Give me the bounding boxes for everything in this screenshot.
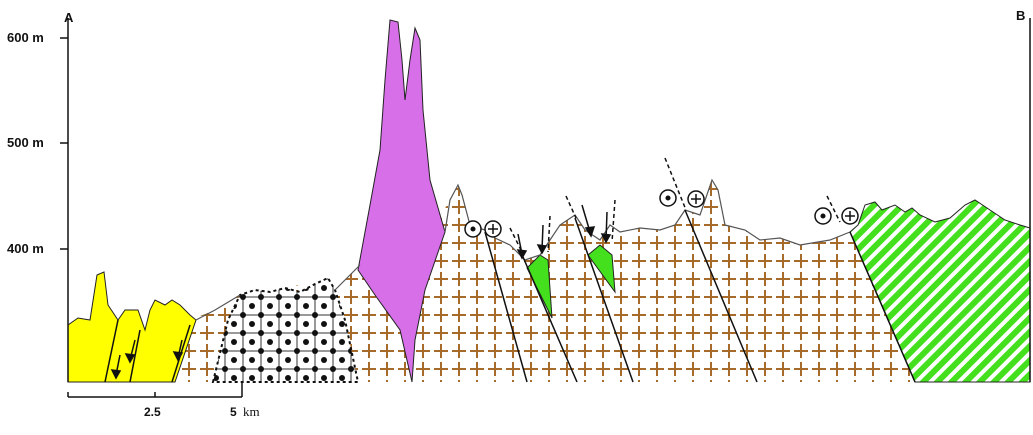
fault-extension: [611, 199, 616, 243]
scale-label-5: 5: [230, 405, 237, 419]
elevation-label-500: 500 m: [7, 135, 44, 150]
green-wedge-2: [587, 244, 616, 294]
fault-line: [519, 249, 578, 383]
elevation-label-400: 400 m: [7, 241, 44, 256]
fault-line: [574, 217, 634, 383]
fault-line: [849, 231, 916, 383]
arrow-head: [600, 233, 612, 244]
dot-symbol: [665, 195, 671, 201]
arrow-head: [584, 226, 596, 238]
green-hatched-unit: [849, 199, 1031, 383]
arrow-head: [110, 369, 122, 380]
fault-lines: [104, 209, 916, 383]
fault-extension: [509, 227, 523, 253]
fault-extension: [664, 157, 687, 211]
arrow-head: [124, 353, 136, 364]
section-start-label: A: [64, 10, 74, 25]
arrow-head: [536, 244, 548, 255]
green-wedge-1: [526, 254, 553, 319]
fault-line: [684, 209, 758, 383]
magenta-intrusion: [357, 19, 446, 383]
dot-symbol: [820, 213, 826, 219]
fault-extension: [547, 215, 551, 253]
scale-unit: km: [243, 404, 260, 419]
yellow-unit: [67, 271, 197, 383]
strike-slip-symbols: [464, 189, 859, 238]
fault-line: [484, 231, 528, 383]
fault-line: [129, 329, 141, 383]
fault-extensions: [509, 157, 841, 253]
fault-extension: [826, 195, 841, 223]
elevation-label-600: 600 m: [7, 30, 44, 45]
scale-label-2-5: 2.5: [144, 405, 161, 419]
section-end-label: B: [1016, 8, 1025, 23]
movement-arrows: [110, 204, 612, 380]
dot-symbol: [470, 226, 476, 232]
arrow-head: [516, 249, 528, 260]
fault-line: [104, 319, 119, 383]
arrow-head: [172, 351, 184, 362]
